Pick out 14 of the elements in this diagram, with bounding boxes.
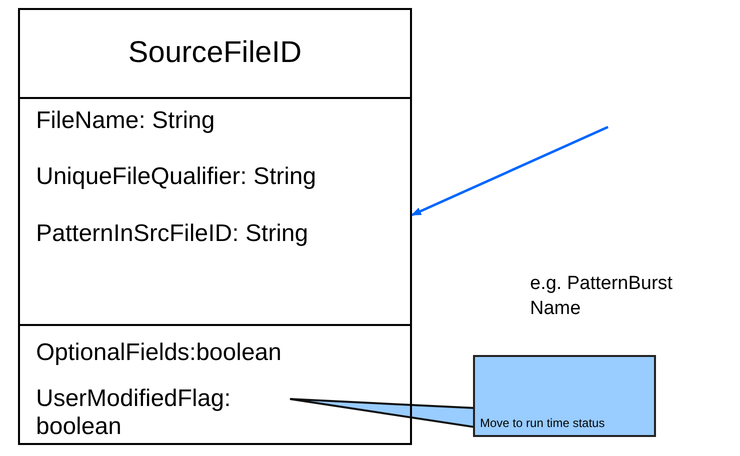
class-name: SourceFileID [127, 36, 303, 70]
attributes-compartment [18, 324, 412, 445]
attribute-text: FileName: String [36, 107, 215, 135]
callout-pointer [289, 398, 475, 428]
arrow [411, 126, 609, 216]
attribute-text: PatternInSrcFileID: String [36, 220, 308, 248]
callout-text: Move to run time status [480, 416, 605, 430]
class-name-compartment [18, 8, 412, 99]
attributes-compartment [18, 97, 412, 326]
callout-box [473, 355, 656, 437]
attribute-text: UniqueFileQualifier: String [36, 163, 316, 191]
note-text: e.g. PatternBurst Name [530, 272, 674, 321]
attribute-text: OptionalFields:boolean [36, 339, 282, 367]
attribute-text: UserModifiedFlag: boolean [36, 385, 298, 441]
